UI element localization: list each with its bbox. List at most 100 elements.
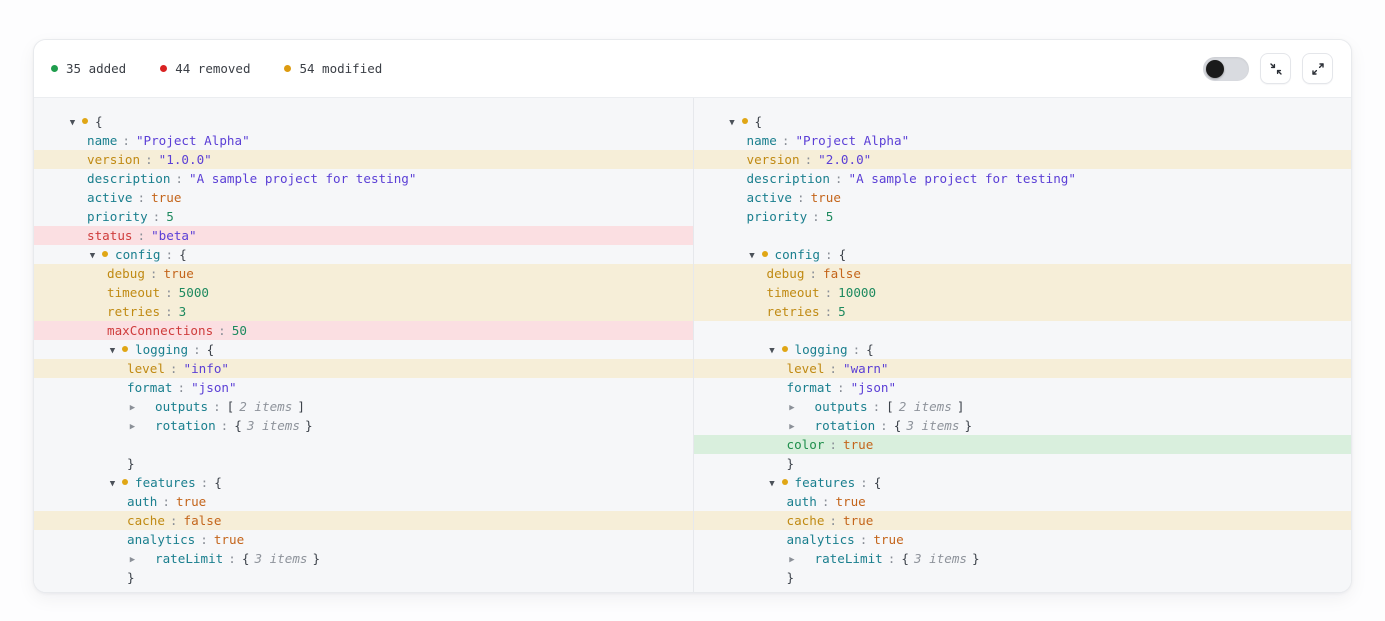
chevron-right-icon[interactable]: ▶	[129, 422, 136, 432]
collapse-all-button[interactable]	[1260, 53, 1291, 84]
tree-row-content: ▶rateLimit:{3 items}	[711, 549, 980, 570]
tree-row[interactable]: ▼logging:{	[34, 340, 693, 359]
tree-row-content: }	[711, 454, 795, 473]
json-value: 5000	[178, 285, 210, 300]
chevron-down-icon[interactable]: ▼	[749, 251, 755, 261]
tree-row[interactable]: ▶rateLimit:{3 items}	[694, 549, 1352, 568]
tree-row[interactable]: priority:5	[34, 207, 693, 226]
tree-row-content: analytics:true	[51, 530, 244, 549]
tree-row[interactable]: color:true	[693, 435, 1351, 454]
json-key: rotation	[814, 418, 876, 433]
expand-all-button[interactable]	[1302, 53, 1333, 84]
chevron-down-icon[interactable]: ▼	[69, 118, 76, 128]
json-value: "info"	[183, 361, 230, 376]
tree-row[interactable]: ▼{	[34, 112, 693, 131]
change-dot-modified	[122, 346, 128, 352]
tree-row[interactable]: active:true	[694, 188, 1352, 207]
tree-row[interactable]: debug:true	[34, 264, 693, 283]
tree-row[interactable]: ▶rotation:{3 items}	[34, 416, 693, 435]
json-key: active	[87, 190, 133, 205]
tree-row[interactable]: status:"beta"	[34, 226, 693, 245]
diff-pane-right[interactable]: ▼{name:"Project Alpha"version:"2.0.0"des…	[692, 98, 1352, 592]
tree-row[interactable]: auth:true	[34, 492, 693, 511]
tree-row[interactable]: maxConnections:50	[34, 321, 693, 340]
tree-row[interactable]: }	[34, 454, 693, 473]
tree-row[interactable]: ▼config:{	[34, 245, 693, 264]
json-tree-left: ▼{name:"Project Alpha"version:"1.0.0"des…	[34, 112, 693, 587]
tree-row-content: timeout:5000	[51, 283, 209, 302]
json-open-brace: {	[893, 418, 902, 433]
json-key: priority	[746, 209, 808, 224]
chevron-right-icon[interactable]: ▶	[129, 403, 136, 413]
tree-row[interactable]: timeout:5000	[34, 283, 693, 302]
diff-panes: ▼{name:"Project Alpha"version:"1.0.0"des…	[34, 98, 1351, 592]
tree-row-content: }	[51, 454, 135, 473]
tree-row[interactable]: level:"warn"	[693, 359, 1351, 378]
tree-row[interactable]: ▼logging:{	[694, 340, 1352, 359]
json-key: color	[786, 437, 825, 452]
tree-row[interactable]: format:"json"	[694, 378, 1352, 397]
tree-row[interactable]: timeout:10000	[693, 283, 1351, 302]
tree-row[interactable]: ▼features:{	[34, 473, 693, 492]
chevron-down-icon[interactable]: ▼	[729, 118, 735, 128]
chevron-right-icon[interactable]: ▶	[129, 555, 136, 565]
tree-row-content: ▼features:{	[711, 473, 881, 494]
tree-row[interactable]: level:"info"	[34, 359, 693, 378]
chevron-right-icon[interactable]: ▶	[789, 422, 795, 432]
tree-row[interactable]: ▶rotation:{3 items}	[694, 416, 1352, 435]
tree-row[interactable]: ▶outputs:[2 items]	[34, 397, 693, 416]
tree-row[interactable]: cache:false	[34, 511, 693, 530]
json-open-brace: {	[838, 247, 847, 262]
json-value: "A sample project for testing"	[848, 171, 1076, 186]
tree-row[interactable]: version:"2.0.0"	[693, 150, 1351, 169]
chevron-down-icon[interactable]: ▼	[109, 346, 116, 356]
tree-row[interactable]: debug:false	[693, 264, 1351, 283]
chevron-right-icon[interactable]: ▶	[789, 555, 795, 565]
json-colon: :	[193, 342, 201, 357]
tree-row[interactable]: ▼features:{	[694, 473, 1352, 492]
json-value: true	[151, 190, 182, 205]
tree-row[interactable]: auth:true	[694, 492, 1352, 511]
tree-row[interactable]: name:"Project Alpha"	[694, 131, 1352, 150]
json-colon: :	[837, 380, 845, 395]
tree-row[interactable]: description:"A sample project for testin…	[34, 169, 693, 188]
tree-row[interactable]: format:"json"	[34, 378, 693, 397]
tree-row[interactable]: version:"1.0.0"	[34, 150, 693, 169]
tree-row[interactable]: }	[34, 568, 693, 587]
json-item-count: 3 items	[906, 418, 960, 433]
tree-row[interactable]: ▼config:{	[694, 245, 1352, 264]
tree-row[interactable]: priority:5	[694, 207, 1352, 226]
json-key: debug	[107, 266, 145, 281]
tree-row[interactable]: retries:5	[693, 302, 1351, 321]
tree-row[interactable]: active:true	[34, 188, 693, 207]
json-key: version	[746, 152, 800, 167]
tree-row[interactable]: }	[694, 454, 1352, 473]
chevron-down-icon[interactable]: ▼	[109, 479, 116, 489]
tree-row[interactable]: ▶outputs:[2 items]	[694, 397, 1352, 416]
diff-pane-left[interactable]: ▼{name:"Project Alpha"version:"1.0.0"des…	[34, 98, 693, 592]
chevron-down-icon[interactable]: ▼	[769, 479, 775, 489]
tree-row[interactable]: description:"A sample project for testin…	[694, 169, 1352, 188]
json-value: "Project Alpha"	[795, 133, 910, 148]
chevron-right-icon[interactable]: ▶	[789, 403, 795, 413]
show-unchanged-toggle[interactable]	[1203, 56, 1249, 81]
tree-row[interactable]: ▼{	[694, 112, 1352, 131]
json-close-brace: }	[972, 551, 980, 566]
change-dot-modified	[122, 479, 128, 485]
tree-row[interactable]: analytics:true	[694, 530, 1352, 549]
tree-row[interactable]: analytics:true	[34, 530, 693, 549]
chevron-down-icon[interactable]: ▼	[769, 346, 775, 356]
json-open-brace: {	[901, 551, 909, 566]
tree-row[interactable]: retries:3	[34, 302, 693, 321]
json-key: name	[87, 133, 118, 148]
tree-row[interactable]: ▶rateLimit:{3 items}	[34, 549, 693, 568]
tree-row[interactable]: cache:true	[693, 511, 1351, 530]
chevron-down-icon[interactable]: ▼	[89, 251, 96, 261]
json-key: rateLimit	[155, 551, 224, 566]
tree-row[interactable]: }	[694, 568, 1352, 587]
tree-row[interactable]: name:"Project Alpha"	[34, 131, 693, 150]
stat-dot-removed	[160, 65, 168, 72]
json-item-count: 3 items	[246, 418, 300, 433]
